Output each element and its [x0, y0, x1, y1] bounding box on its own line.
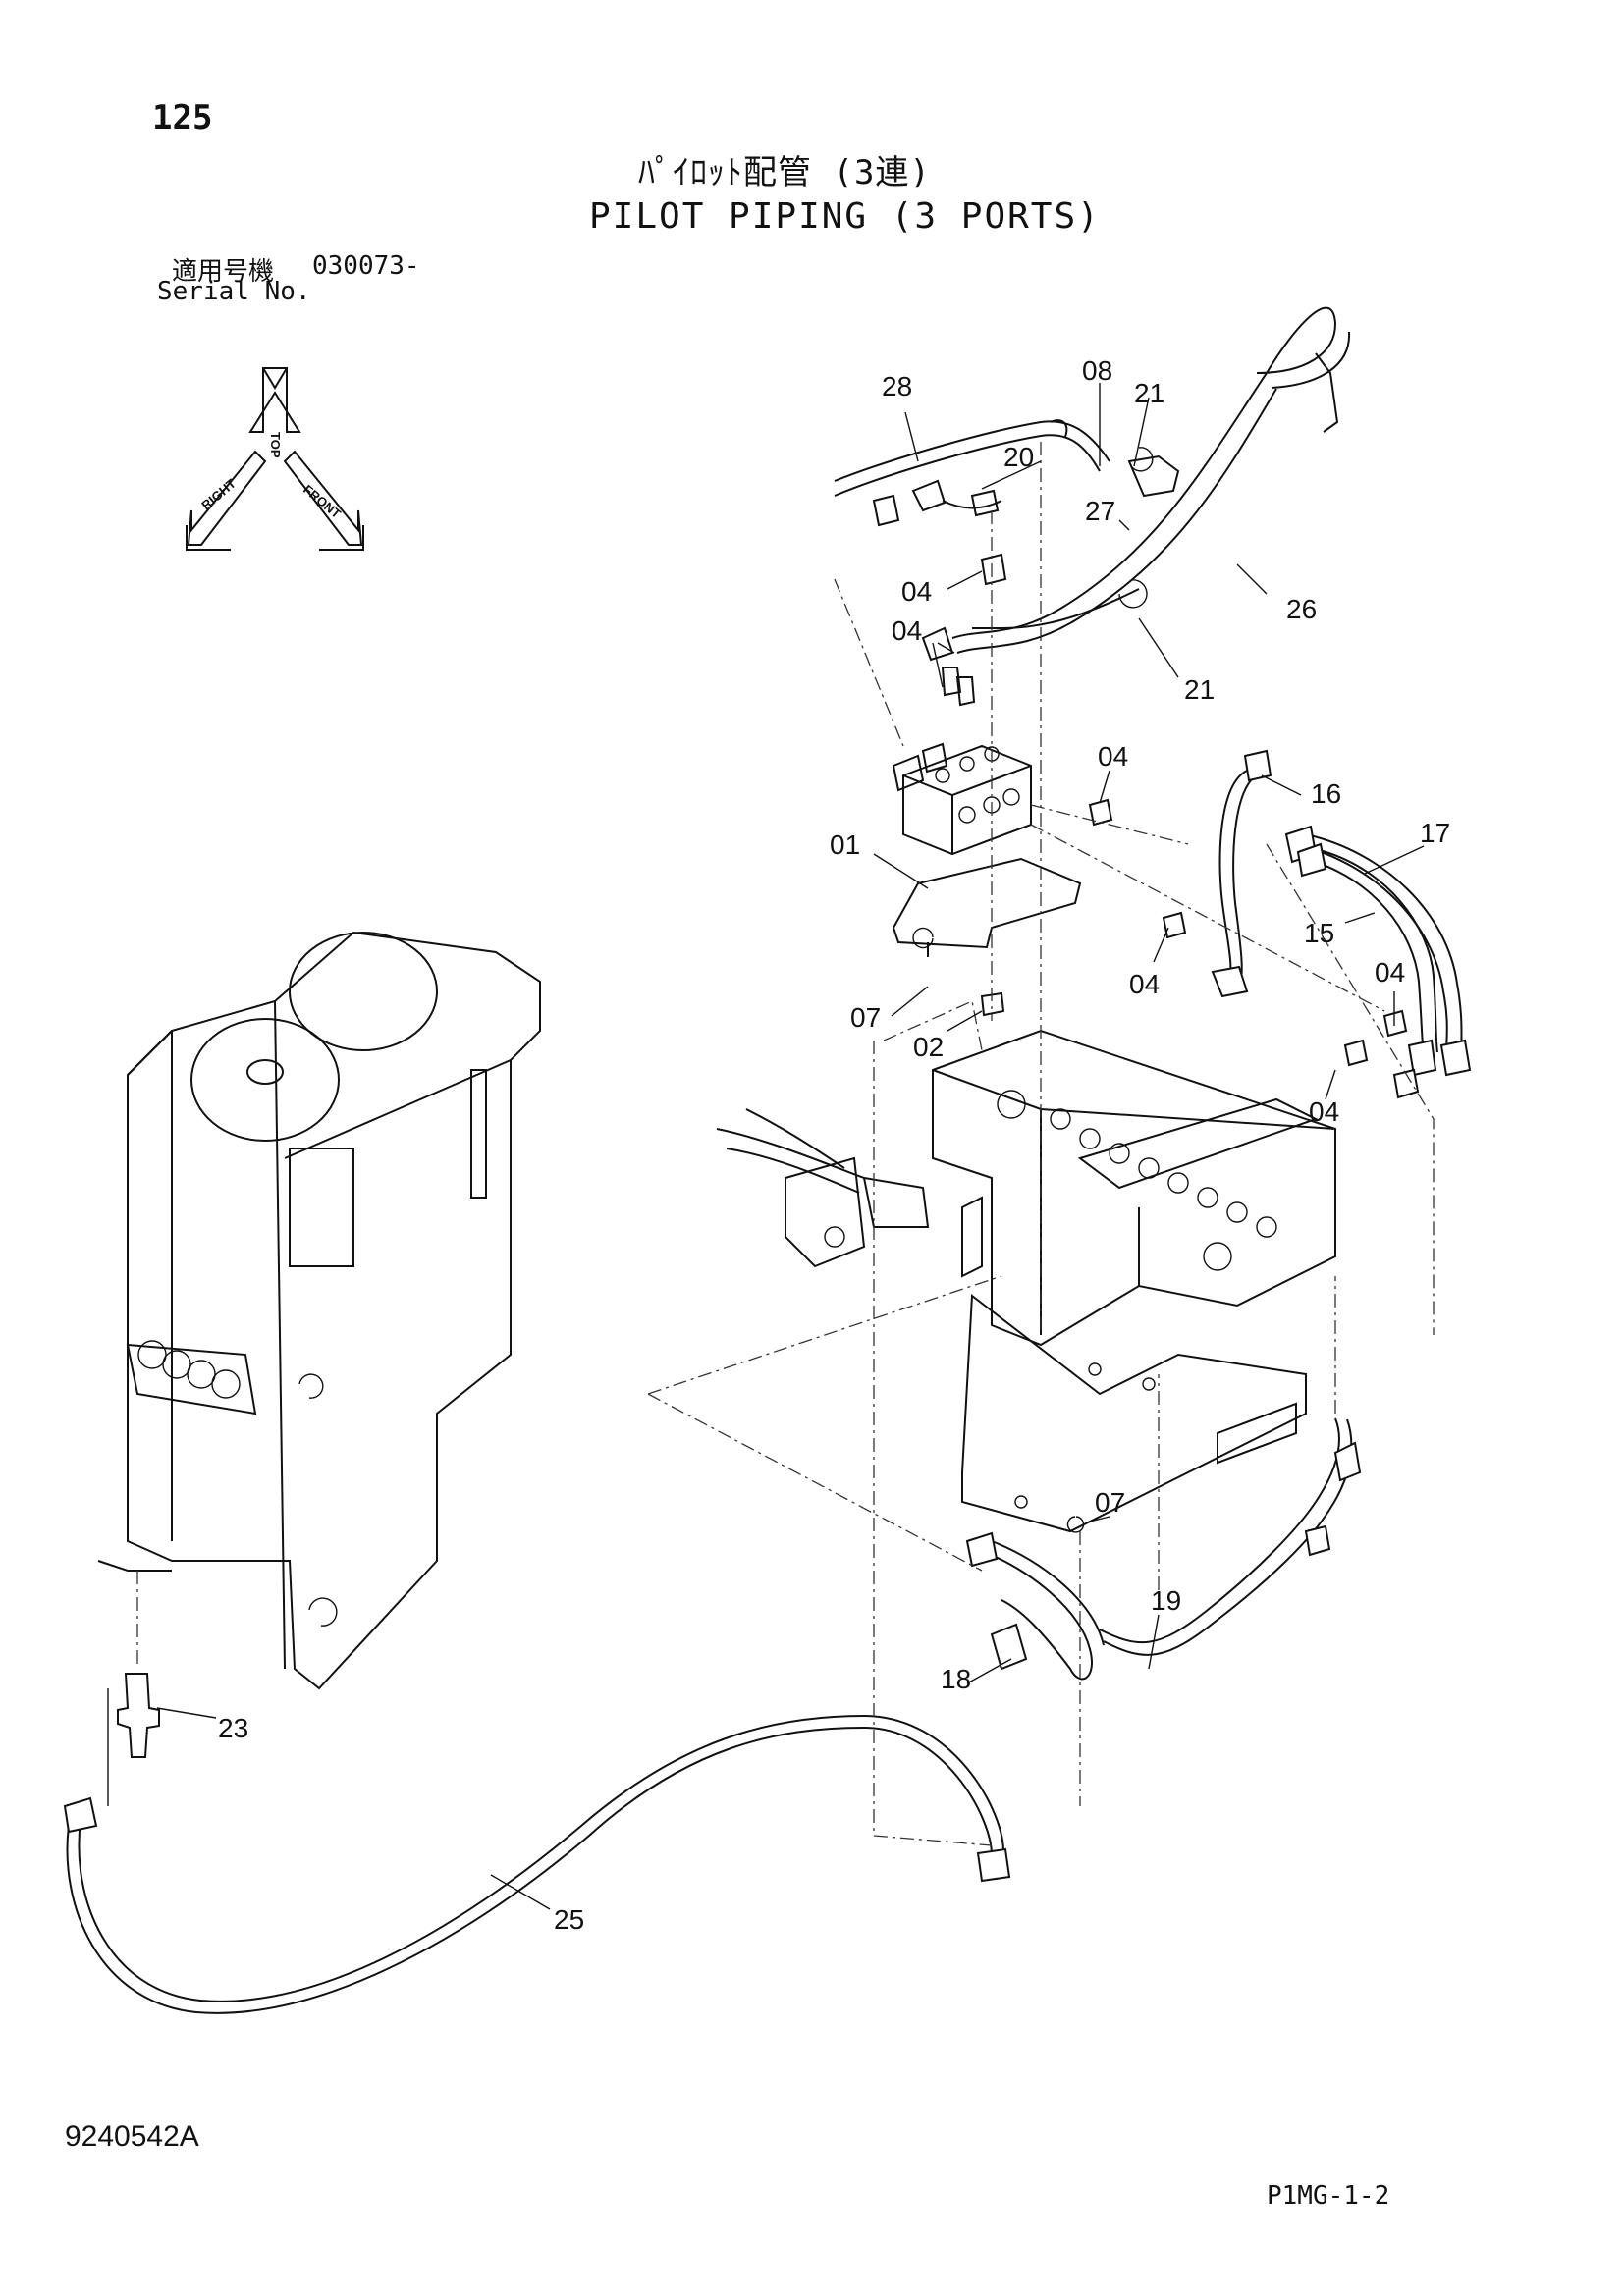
- callout-leaders: [156, 383, 1425, 1910]
- bracket-01: [892, 857, 1082, 957]
- orientation-compass: TOP RIGHT FRONT: [186, 367, 364, 551]
- callout-17: 17: [1420, 818, 1450, 848]
- callout-21-upper: 21: [1134, 378, 1164, 408]
- hose-19-and-fitting-18: [965, 1417, 1362, 1681]
- callout-04-c: 04: [1098, 741, 1128, 772]
- callout-15: 15: [1304, 918, 1334, 948]
- callout-01: 01: [830, 829, 860, 860]
- callout-04-a: 04: [901, 576, 932, 607]
- callout-04-b: 04: [892, 615, 922, 646]
- serial-label-english: Serial No.: [157, 277, 311, 306]
- sheet-code: P1MG-1-2: [1267, 2181, 1390, 2211]
- hoses-15-16-17: [1211, 749, 1472, 1077]
- hydraulic-tank: [97, 931, 541, 1690]
- fitting-23: [107, 1571, 160, 1806]
- title-english: PILOT PIPING (3 PORTS): [589, 196, 1101, 237]
- callout-21-lower: 21: [1184, 674, 1215, 705]
- callout-25: 25: [554, 1904, 584, 1935]
- compass-label-front: FRONT: [300, 482, 344, 521]
- callout-02: 02: [913, 1032, 944, 1062]
- pilot-valve-block: [892, 742, 1032, 856]
- upper-hose-bundle: [834, 306, 1351, 707]
- callout-16: 16: [1311, 778, 1341, 809]
- title-japanese: ﾊﾟｲﾛｯﾄ配管 (3連): [638, 153, 931, 192]
- callout-labels: 28 08 21 20 27 26 04 04 21 04 16 17 01 1…: [218, 355, 1450, 1935]
- callout-04-e: 04: [1129, 969, 1160, 999]
- hose-25: [63, 1714, 1011, 2014]
- callout-18: 18: [941, 1664, 971, 1694]
- page-number: 125: [152, 98, 213, 137]
- callout-04-d: 04: [1375, 957, 1405, 988]
- callout-27: 27: [1085, 496, 1115, 526]
- callout-26: 26: [1286, 594, 1317, 624]
- document-code: 9240542A: [65, 2120, 199, 2153]
- callout-19: 19: [1151, 1585, 1181, 1616]
- assembly-guide-lines: [647, 442, 1435, 1846]
- callout-07-upper: 07: [850, 1002, 881, 1033]
- serial-label-japanese: 適用号機: [172, 257, 275, 287]
- callout-28: 28: [882, 371, 912, 401]
- fittings-04: [980, 798, 1420, 1099]
- callout-20: 20: [1003, 442, 1034, 472]
- callout-08: 08: [1082, 355, 1112, 386]
- callout-07-lower: 07: [1095, 1487, 1125, 1518]
- callout-23: 23: [218, 1713, 248, 1743]
- compass-label-top: TOP: [268, 432, 283, 458]
- control-valve: [932, 1029, 1336, 1347]
- serial-value: 030073-: [312, 251, 420, 281]
- compass-label-right: RIGHT: [198, 476, 239, 513]
- lever-linkage: [716, 1108, 930, 1268]
- valve-mount-plate: [961, 1294, 1307, 1533]
- callout-04-f: 04: [1309, 1096, 1339, 1127]
